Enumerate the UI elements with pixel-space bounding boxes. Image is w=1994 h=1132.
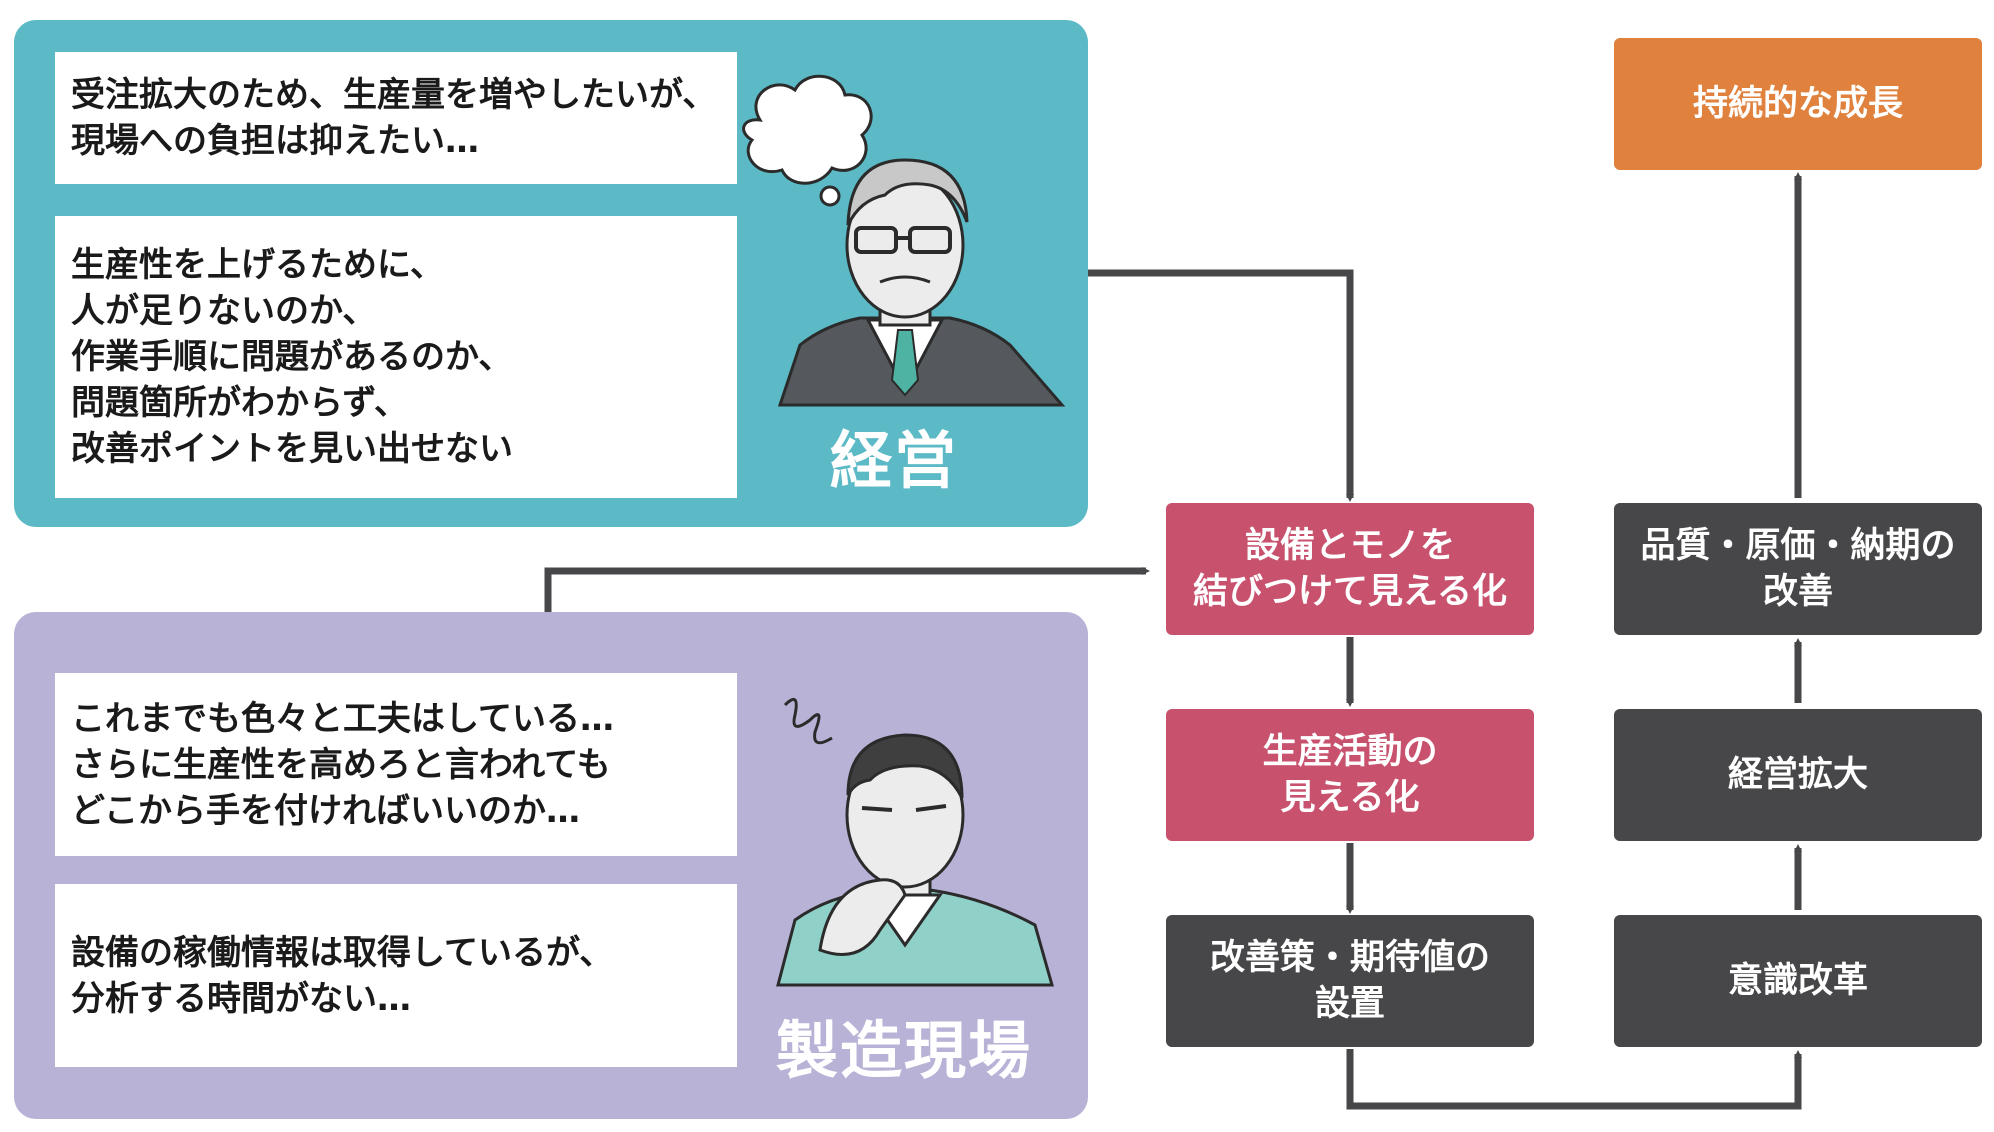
flow-box-line: 改善策・期待値の (1209, 938, 1490, 978)
note-line: 人が足りないのか、 (71, 291, 377, 331)
note-line: 現場への負担は抑えたい… (71, 121, 479, 161)
note-line: どこから手を付ければいいのか… (71, 790, 580, 831)
flow-box-awareness-reform: 意識改革 (1614, 915, 1982, 1047)
manager-person-icon (777, 158, 1066, 407)
flow-box-line: 経営拡大 (1727, 755, 1868, 795)
management-concern-note-2: 生産性を上げるために、 人が足りないのか、 作業手順に問題があるのか、 問題箇所… (55, 216, 737, 498)
worried-scribble-icon (783, 697, 833, 745)
flow-box-line: 設置 (1314, 984, 1385, 1024)
note-line: さらに生産性を高めろと言われても (71, 744, 611, 785)
management-to-visualization-arrow (1088, 269, 1354, 502)
manufacturing-site-label: 製造現場 (776, 1014, 1033, 1087)
management-concern-note-1: 受注拡大のため、生産量を増やしたいが、 現場への負担は抑えたい… (55, 52, 737, 184)
thought-cloud-icon (742, 74, 873, 207)
flow-box-line: 結びつけて見える化 (1193, 572, 1507, 612)
flow-box-sustainable-growth: 持続的な成長 (1614, 38, 1982, 170)
flow-box-line: 改善 (1762, 572, 1833, 612)
worker-thinking-person-icon (776, 733, 1054, 987)
flow-box-line: 品質・原価・納期の (1640, 526, 1956, 566)
flow-box-line: 持続的な成長 (1692, 84, 1903, 124)
note-line: 作業手順に問題があるのか、 (71, 337, 513, 377)
site-concern-note-2: 設備の稼働情報は取得しているが、 分析する時間がない… (55, 884, 737, 1067)
site-concern-note-1: これまでも色々と工夫はしている… さらに生産性を高めろと言われても どこから手を… (55, 673, 737, 856)
note-line: これまでも色々と工夫はしている… (71, 698, 614, 739)
note-line: 改善ポイントを見い出せない (71, 429, 513, 469)
flow-connectors (544, 172, 1802, 1110)
site-to-visualization-arrow (544, 567, 1150, 612)
note-line: 問題箇所がわからず、 (71, 383, 408, 423)
management-label: 経営 (830, 424, 959, 497)
flow-box-improvement-measures: 改善策・期待値の 設置 (1166, 915, 1534, 1047)
flow-box-visualize-equipment: 設備とモノを 結びつけて見える化 (1166, 503, 1534, 635)
flow-box-visualize-production: 生産活動の 見える化 (1166, 709, 1534, 841)
flow-box-line: 生産活動の (1262, 732, 1438, 772)
flow-box-qcd-improvement: 品質・原価・納期の 改善 (1614, 503, 1982, 635)
flow-box-line: 意識改革 (1727, 961, 1868, 1001)
note-line: 生産性を上げるために、 (71, 245, 444, 285)
measures-to-awareness-arrow (1346, 1049, 1802, 1110)
flow-box-line: 設備とモノを (1244, 526, 1455, 566)
flow-box-business-expansion: 経営拡大 (1614, 709, 1982, 841)
note-line: 設備の稼働情報は取得しているが、 (71, 932, 614, 973)
flow-box-line: 見える化 (1280, 778, 1420, 818)
note-line: 分析する時間がない… (71, 978, 411, 1019)
note-line: 受注拡大のため、生産量を増やしたいが、 (71, 75, 717, 115)
